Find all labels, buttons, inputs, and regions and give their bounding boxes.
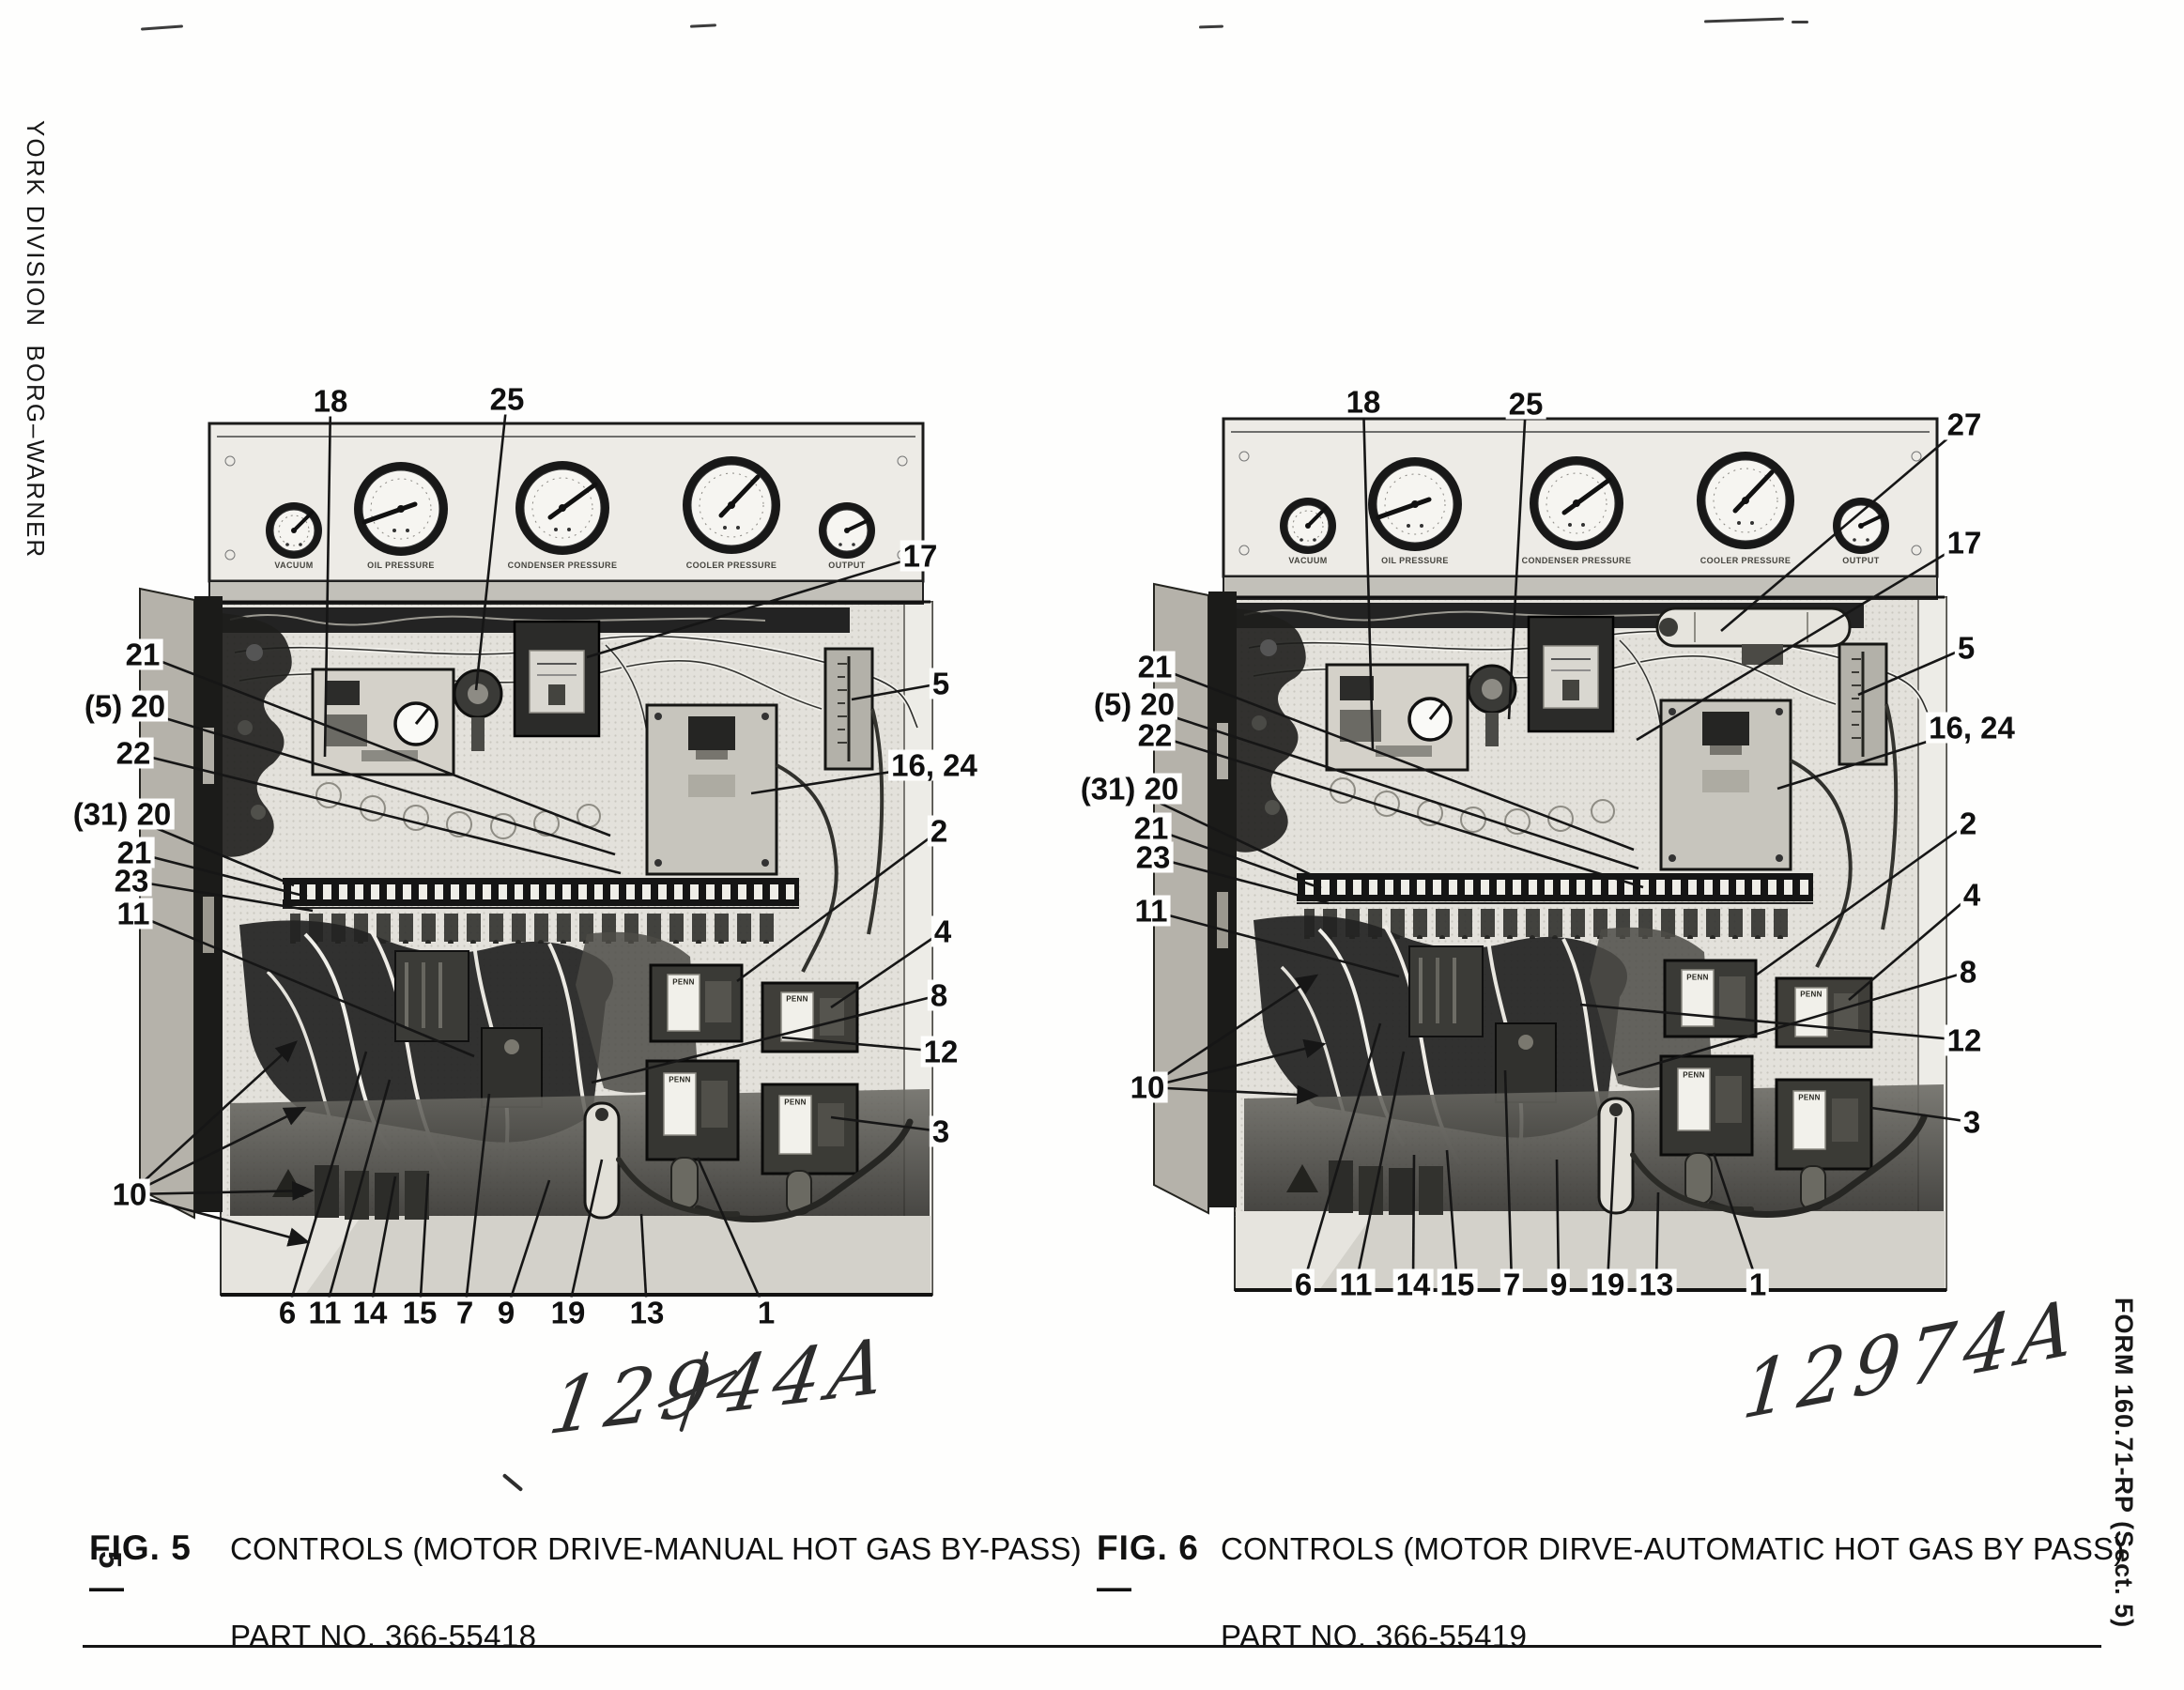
figure-5-caption: FIG. 5 — CONTROLS (MOTOR DRIVE-MANUAL HO… xyxy=(89,1529,1082,1654)
figure-5-caption-title: CONTROLS (MOTOR DRIVE-MANUAL HOT GAS BY-… xyxy=(230,1531,1082,1566)
callout-16-24: 16, 24 xyxy=(888,749,980,781)
gauge-label-condenser-pressure: CONDENSER PRESSURE xyxy=(507,561,618,570)
callout-11: 11 xyxy=(305,1297,345,1329)
callout-16-24: 16, 24 xyxy=(1926,712,2018,744)
callout-6: 6 xyxy=(275,1297,300,1329)
control-brand-label: PENN xyxy=(672,977,695,987)
callout-4: 4 xyxy=(931,915,955,947)
callout-4: 4 xyxy=(1960,879,1984,911)
callout-13: 13 xyxy=(626,1297,668,1329)
callout-3: 3 xyxy=(929,1115,953,1147)
callout-21: 21 xyxy=(114,837,155,868)
callout-21: 21 xyxy=(1130,812,1172,844)
callout-25: 25 xyxy=(1505,388,1546,420)
callout-18: 18 xyxy=(1343,386,1384,418)
callout-5: 5 xyxy=(1954,632,1978,664)
figure-6-caption-title: CONTROLS (MOTOR DIRVE-AUTOMATIC HOT GAS … xyxy=(1221,1531,2125,1566)
callout-21: 21 xyxy=(122,638,163,670)
callout-6: 6 xyxy=(1291,1268,1315,1300)
callout-2: 2 xyxy=(927,815,951,847)
scan-artifact xyxy=(1792,21,1808,23)
callout-25: 25 xyxy=(486,383,528,415)
callout-7: 7 xyxy=(453,1297,477,1329)
control-brand-label: PENN xyxy=(784,1098,807,1107)
figure-6-caption-label: FIG. 6 — xyxy=(1097,1529,1199,1606)
callout-14: 14 xyxy=(349,1297,391,1329)
callout-13: 13 xyxy=(1636,1268,1677,1300)
figure-6-caption: FIG. 6 — CONTROLS (MOTOR DIRVE-AUTOMATIC… xyxy=(1097,1529,2124,1654)
callout-23: 23 xyxy=(111,865,152,897)
callout-10: 10 xyxy=(1127,1071,1168,1103)
figure-5-photo xyxy=(80,371,981,1357)
callout-8: 8 xyxy=(1956,956,1980,988)
control-brand-label: PENN xyxy=(1686,973,1709,982)
callout--5-20: (5) 20 xyxy=(81,690,169,722)
callout-14: 14 xyxy=(1392,1268,1434,1300)
callout--31-20: (31) 20 xyxy=(69,798,175,830)
scan-artifact xyxy=(689,23,717,28)
callout-11: 11 xyxy=(114,898,153,930)
callout-3: 3 xyxy=(1960,1106,1984,1138)
form-number-text: FORM 160.71-RP (Sect. 5) xyxy=(2110,1298,2138,1629)
callout-7: 7 xyxy=(1500,1268,1524,1300)
bottom-rule xyxy=(83,1645,2101,1648)
figure-5-caption-label: FIG. 5 — xyxy=(89,1529,192,1606)
callout-9: 9 xyxy=(494,1297,518,1329)
callout-12: 12 xyxy=(920,1036,961,1068)
callout-5: 5 xyxy=(929,668,953,699)
control-brand-label: PENN xyxy=(1800,990,1823,999)
gauge-label-cooler-pressure: COOLER PRESSURE xyxy=(1700,556,1792,565)
callout-9: 9 xyxy=(1546,1268,1571,1300)
control-brand-label: PENN xyxy=(1798,1093,1821,1102)
callout-12: 12 xyxy=(1944,1024,1985,1056)
callout-1: 1 xyxy=(1746,1268,1770,1300)
callout-15: 15 xyxy=(399,1297,440,1329)
callout-18: 18 xyxy=(310,385,351,417)
scan-artifact xyxy=(1703,17,1785,23)
gauge-label-vacuum: VACUUM xyxy=(1288,556,1328,565)
gauge-label-oil-pressure: OIL PRESSURE xyxy=(367,561,435,570)
callout-27: 27 xyxy=(1944,408,1985,440)
figure-6-caption-part: PART NO. 366-55419 xyxy=(1221,1619,1528,1653)
callout--5-20: (5) 20 xyxy=(1090,688,1178,720)
control-brand-label: PENN xyxy=(786,994,808,1004)
control-brand-label: PENN xyxy=(1683,1070,1705,1080)
figure-6-photo xyxy=(1094,366,1995,1352)
page-number: 5 xyxy=(93,1551,128,1569)
callout-2: 2 xyxy=(1956,807,1980,839)
scan-artifact xyxy=(1198,24,1224,29)
figure-5-caption-part: PART NO. 366-55418 xyxy=(230,1619,537,1653)
gauge-label-vacuum: VACUUM xyxy=(274,561,314,570)
callout-11: 11 xyxy=(1336,1268,1376,1300)
control-brand-label: PENN xyxy=(669,1075,691,1084)
callout-11: 11 xyxy=(1131,895,1171,927)
scan-artifact xyxy=(140,24,184,31)
handwritten-tick xyxy=(501,1473,524,1492)
callout-8: 8 xyxy=(927,979,951,1011)
callout-22: 22 xyxy=(1134,719,1176,751)
callout-1: 1 xyxy=(754,1297,778,1329)
gauge-label-output: OUTPUT xyxy=(828,561,866,570)
callout-17: 17 xyxy=(1944,527,1985,559)
gauge-label-condenser-pressure: CONDENSER PRESSURE xyxy=(1521,556,1632,565)
gauge-label-output: OUTPUT xyxy=(1842,556,1880,565)
callout-10: 10 xyxy=(109,1178,150,1210)
callout-22: 22 xyxy=(113,737,154,769)
callout-15: 15 xyxy=(1437,1268,1478,1300)
gauge-label-cooler-pressure: COOLER PRESSURE xyxy=(685,561,777,570)
callout-23: 23 xyxy=(1132,841,1174,873)
callout-17: 17 xyxy=(900,540,941,572)
gauge-label-oil-pressure: OIL PRESSURE xyxy=(1381,556,1449,565)
left-margin-text: YORK DIVISION BORG–WARNER xyxy=(22,120,50,560)
callout-21: 21 xyxy=(1134,651,1176,683)
callout-19: 19 xyxy=(1587,1268,1628,1300)
callout-19: 19 xyxy=(547,1297,589,1329)
callout--31-20: (31) 20 xyxy=(1077,773,1182,805)
